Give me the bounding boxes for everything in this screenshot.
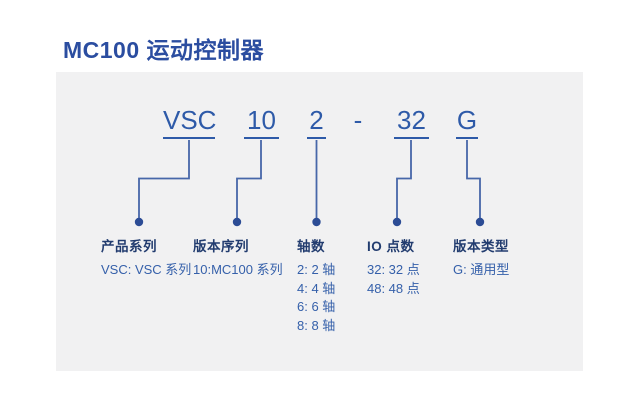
legend-value: 4: 4 轴 bbox=[297, 280, 336, 296]
legend-header-series: 产品系列 bbox=[101, 239, 157, 254]
model-segment-io-points: 32 bbox=[394, 103, 429, 139]
legend-header-axes: 轴数 bbox=[297, 239, 325, 254]
page-title: MC100 运动控制器 bbox=[63, 37, 265, 63]
model-segment-separator: - bbox=[353, 105, 363, 135]
legend-value: 6: 6 轴 bbox=[297, 299, 336, 314]
legend-column-io-points: IO 点数 32: 32 点 48: 48 点 bbox=[367, 235, 420, 298]
legend-column-type: 版本类型 G: 通用型 bbox=[453, 235, 509, 280]
legend-header-type: 版本类型 bbox=[453, 239, 509, 254]
model-segment-version: 10 bbox=[244, 103, 279, 139]
model-segment-axes: 2 bbox=[307, 103, 326, 139]
model-segment-series: VSC bbox=[163, 103, 216, 139]
legend-value: 32: 32 点 bbox=[367, 262, 420, 277]
legend-column-axes: 轴数 2: 2 轴 4: 4 轴 6: 6 轴 8: 8 轴 bbox=[297, 235, 335, 335]
legend-value: G: 通用型 bbox=[453, 262, 510, 277]
legend-value: 2: 2 轴 bbox=[297, 262, 336, 277]
legend-header-version: 版本序列 bbox=[193, 239, 249, 254]
legend-value: 8: 8 轴 bbox=[297, 317, 336, 333]
legend-value: 48: 48 点 bbox=[367, 280, 420, 296]
legend-column-series: 产品系列 VSC: VSC 系列 bbox=[101, 235, 191, 280]
model-segment-type: G bbox=[456, 103, 478, 139]
legend-column-version: 版本序列 10:MC100 系列 bbox=[193, 235, 283, 280]
legend-value: 10:MC100 系列 bbox=[193, 262, 283, 277]
legend-value: VSC: VSC 系列 bbox=[101, 262, 192, 277]
legend-header-io-points: IO 点数 bbox=[367, 239, 415, 254]
